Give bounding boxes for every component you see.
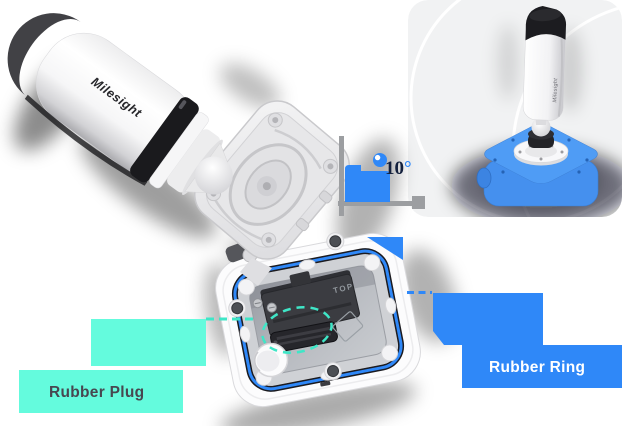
thumbnail-camera: Milesight bbox=[522, 5, 567, 121]
angle-box-silhouette bbox=[345, 165, 390, 202]
thumbnail-brand-logo: Milesight bbox=[552, 78, 559, 103]
rubber-ring-callout: Rubber Ring bbox=[367, 237, 622, 388]
mounting-plate bbox=[193, 100, 351, 260]
rubber-plug-label-box bbox=[19, 370, 183, 413]
ruler-horizontal bbox=[338, 201, 420, 206]
rubber-ring-label-box bbox=[462, 345, 622, 388]
thumbnail-junction-box bbox=[476, 111, 599, 207]
floor-emboss bbox=[332, 311, 364, 342]
rubber-plug bbox=[270, 321, 338, 353]
cable-slot bbox=[320, 381, 331, 387]
rubber-ring-label: Rubber Ring bbox=[489, 359, 585, 376]
terminal-screws bbox=[252, 298, 277, 313]
product-thumbnail-panel: Milesight bbox=[408, 0, 622, 217]
rubber-ring-accent-box bbox=[433, 293, 543, 345]
camera-muzzle-shade bbox=[7, 13, 81, 97]
bullet-camera: Milesight bbox=[7, 13, 233, 195]
rubber-ring-accent-triangle bbox=[367, 237, 403, 260]
camera-rear-ring bbox=[130, 97, 199, 183]
rubber-plug-callout: Rubber Plug bbox=[19, 319, 206, 413]
corner-mount-holes bbox=[228, 232, 345, 381]
thumbnail-box-screws bbox=[493, 138, 589, 174]
angle-indicator: 10° bbox=[338, 136, 425, 216]
rubber-plug-label: Rubber Plug bbox=[49, 384, 144, 401]
ruler-end-square bbox=[412, 196, 425, 209]
internal-bracket bbox=[260, 270, 360, 337]
plate-corner-bosses bbox=[206, 112, 338, 248]
rubber-plug-accent-box bbox=[91, 319, 206, 366]
conduit-knob bbox=[253, 342, 289, 378]
camera-ball-joint bbox=[194, 156, 233, 195]
angle-box-knob-dot bbox=[374, 154, 381, 161]
decorative-circle bbox=[409, 0, 622, 217]
ruler-vertical bbox=[339, 136, 344, 216]
rubber-plug-highlight-ellipse bbox=[261, 306, 333, 354]
angle-value-text: 10° bbox=[385, 158, 412, 179]
thumbnail-box-knob bbox=[476, 167, 492, 189]
thumbnail-illustration: Milesight bbox=[408, 0, 622, 217]
